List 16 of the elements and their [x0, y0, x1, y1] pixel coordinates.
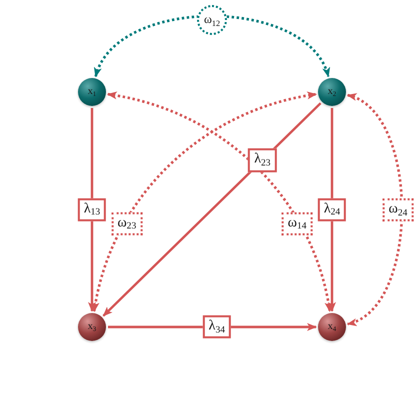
edge-label: λ$_{34}$ — [202, 315, 231, 339]
edge-label: λ$_{24}$ — [318, 198, 346, 222]
edge-label: λ$_{23}$ — [248, 148, 277, 172]
sphere-node: x$_{4}$ — [318, 313, 346, 341]
edge-label: λ$_{13}$ — [78, 198, 106, 222]
dotted-double-headed-arrow — [94, 14, 330, 78]
sphere-node: x$_{3}$ — [78, 313, 106, 341]
dotted-double-headed-arrow — [346, 94, 404, 326]
sphere-node: x$_{1}$ — [78, 78, 106, 106]
edge-label: ω$_{24}$ — [382, 198, 414, 222]
edge-label: ω$_{12}$ — [197, 5, 227, 35]
arrow — [328, 108, 336, 312]
edge-label: ω$_{23}$ — [111, 212, 142, 236]
sphere-node: x$_{2}$ — [318, 78, 346, 106]
edge-label: ω$_{14}$ — [282, 212, 313, 236]
arrow — [88, 108, 96, 312]
